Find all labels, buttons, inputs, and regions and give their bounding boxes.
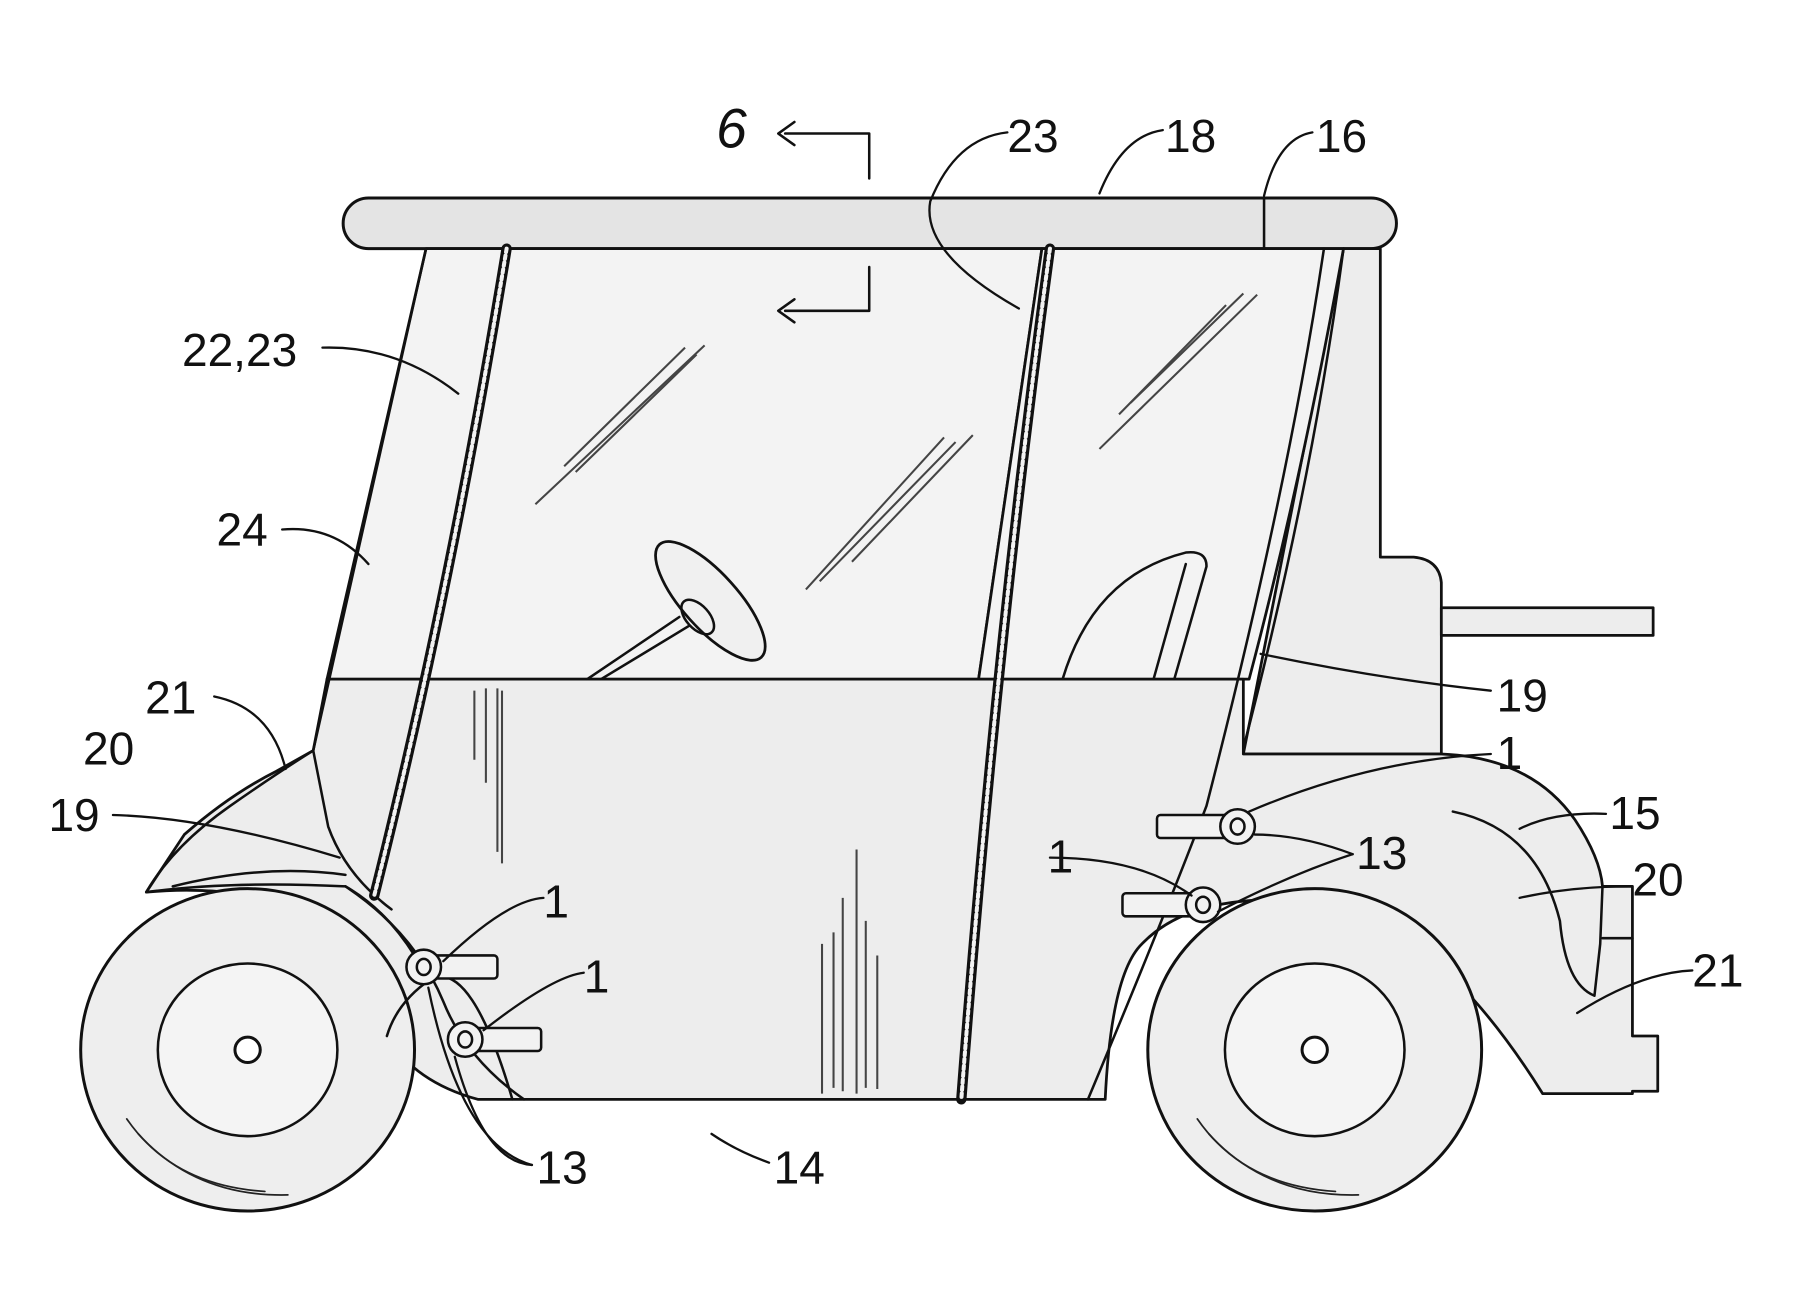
ref-side-panel: 24 [217,504,268,556]
latch-rear-lower [1122,888,1220,923]
rear-rack [1441,608,1653,636]
latch-rear-upper [1157,809,1255,844]
ref-canopy-roof-divider: 23 [1007,110,1058,162]
latch-front-lower [448,1022,541,1057]
section-label: 6 [716,97,747,159]
ref-latch-front-upper: 1 [543,875,569,927]
ref-latch-rear-upper: 1 [1497,727,1523,779]
ref-seal-front: 22,23 [182,324,297,376]
canopy-roof [343,198,1396,249]
ref-canopy-rear: 16 [1316,110,1367,162]
front-wheel [81,889,415,1211]
latch-front-upper [406,950,497,985]
ref-edge-front: 19 [48,789,99,841]
ref-latch-rear-lower: 1 [1048,831,1074,883]
ref-latch-front-lower: 1 [584,950,610,1002]
ref-latch-base-front: 13 [537,1141,588,1193]
ref-edge-rear: 19 [1497,669,1548,721]
ref-rear-fender: 15 [1609,787,1660,839]
ref-fender-rear: 20 [1632,854,1683,906]
rear-wheel [1148,889,1482,1211]
ref-lower-panel: 14 [774,1141,825,1193]
ref-latch-base-rear: 13 [1356,827,1407,879]
ref-fender-edge-front: 21 [145,672,196,724]
ref-fender-edge-rear: 21 [1692,945,1743,997]
ref-fender-front: 20 [83,722,134,774]
ref-canopy-roof: 18 [1165,110,1216,162]
